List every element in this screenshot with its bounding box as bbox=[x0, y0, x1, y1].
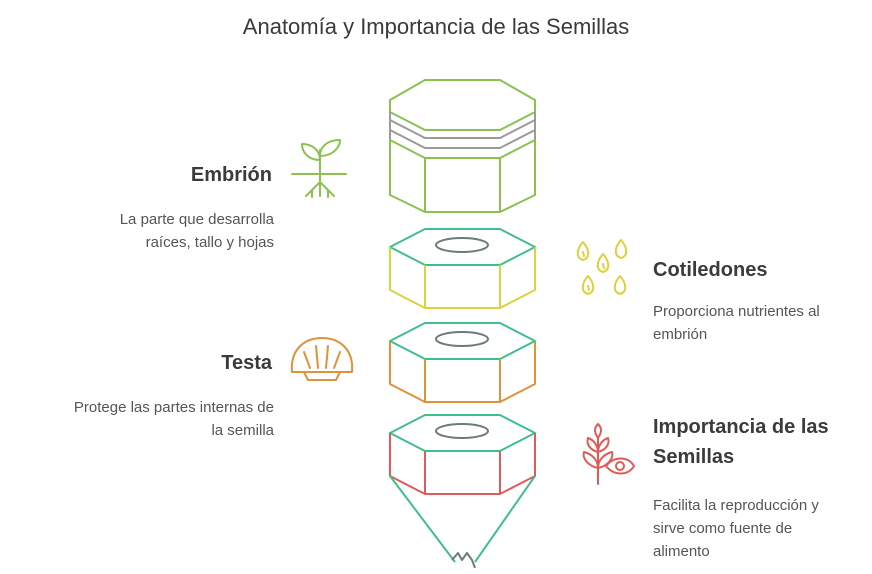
testa-description: Protege las partes internas de la semill… bbox=[74, 396, 274, 442]
cotiledones-desc-line-2: embrión bbox=[653, 326, 708, 343]
plant-eye-icon bbox=[582, 423, 635, 485]
seeds-icon bbox=[576, 239, 628, 295]
importancia-block bbox=[389, 414, 536, 495]
embrion-desc-line-2: raíces, tallo y hojas bbox=[145, 234, 274, 251]
importancia-desc-line-2: sirve como fuente de bbox=[653, 520, 793, 537]
importancia-desc-line-3: alimento bbox=[653, 543, 710, 560]
page-title: Anatomía y Importancia de las Semillas bbox=[242, 14, 630, 39]
cotiledones-label: Cotiledones bbox=[653, 259, 768, 281]
cotiledones-description: Proporciona nutrientes al embrión bbox=[653, 300, 820, 346]
importancia-desc-line-1: Facilita la reproducción y bbox=[653, 497, 819, 514]
testa-block bbox=[389, 322, 536, 403]
cotiledones-desc-line-1: Proporciona nutrientes al bbox=[653, 303, 820, 320]
testa-desc-line-1: Protege las partes internas de bbox=[73, 399, 274, 416]
testa-label: Testa bbox=[221, 352, 272, 374]
seed-tip bbox=[389, 475, 536, 569]
importancia-label-line-1: Importancia de las bbox=[653, 416, 829, 438]
shell-icon bbox=[290, 337, 354, 381]
embrion-desc-line-1: La parte que desarrolla bbox=[119, 211, 274, 228]
embrion-block bbox=[389, 79, 536, 213]
embrion-description: La parte que desarrolla raíces, tallo y … bbox=[120, 208, 274, 254]
importancia-label: Importancia de las Semillas bbox=[653, 412, 829, 472]
importancia-label-line-2: Semillas bbox=[653, 446, 735, 468]
importancia-description: Facilita la reproducción y sirve como fu… bbox=[653, 494, 819, 563]
testa-desc-line-2: la semilla bbox=[211, 422, 274, 439]
sprout-icon bbox=[291, 139, 347, 198]
embrion-label: Embrión bbox=[190, 164, 272, 186]
cotiledones-block bbox=[389, 228, 536, 309]
